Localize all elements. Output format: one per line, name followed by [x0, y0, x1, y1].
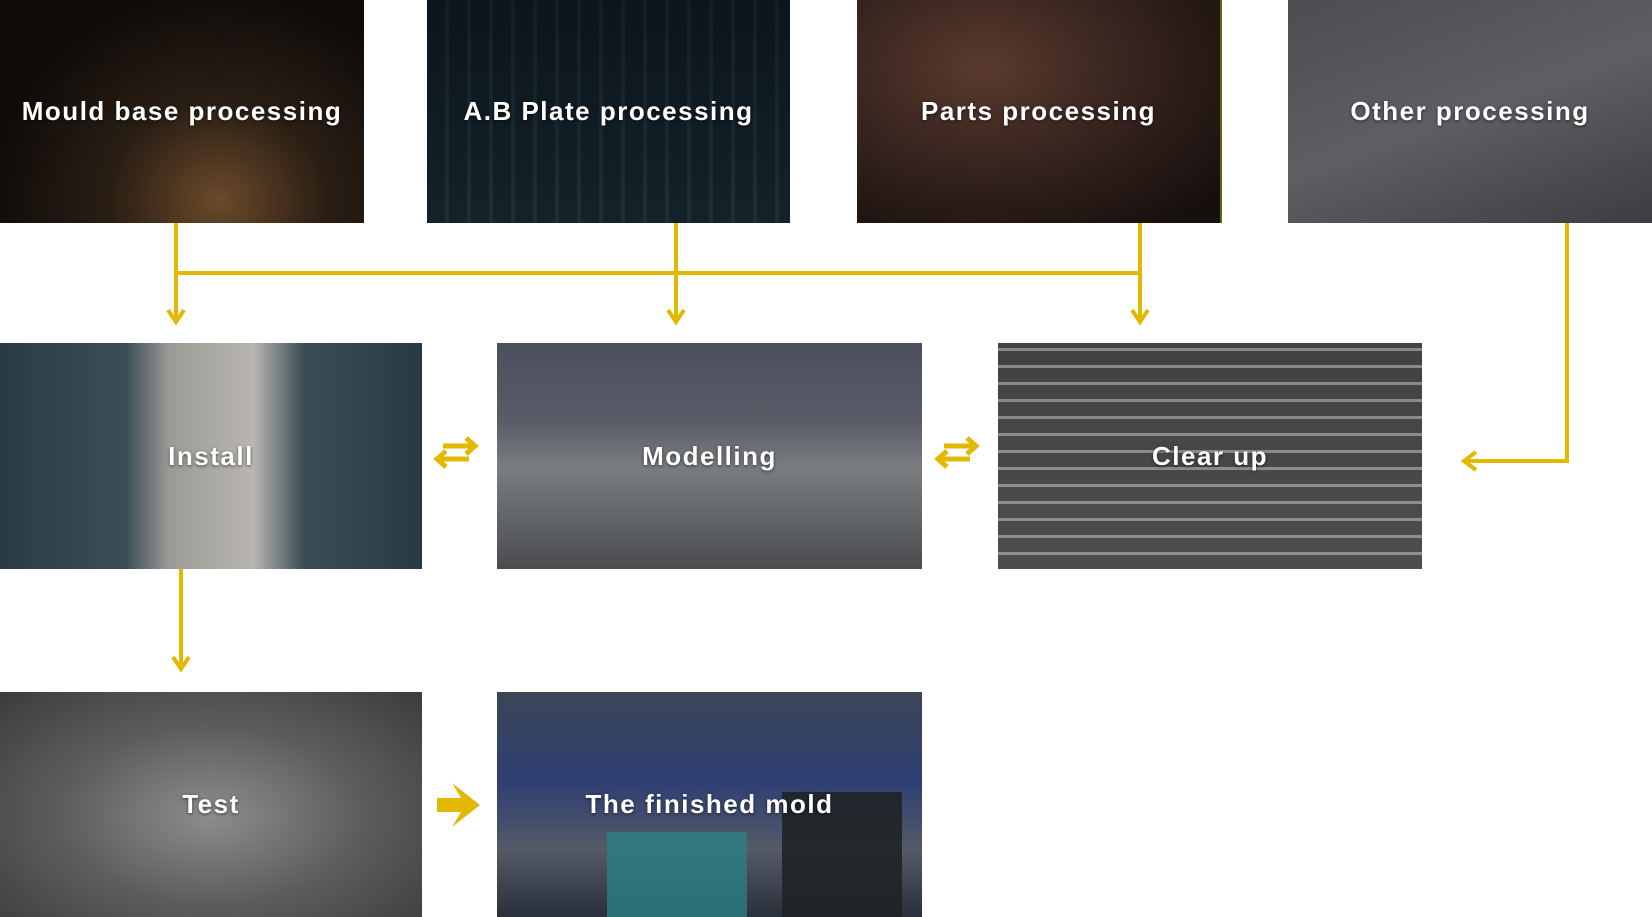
- step-finished-mold: The finished mold: [497, 692, 922, 917]
- step-label: Parts processing: [921, 96, 1156, 126]
- connector-line: [1466, 223, 1569, 463]
- step-label: Install: [168, 440, 254, 471]
- connector-line: [174, 223, 1142, 318]
- step-label: Modelling: [642, 440, 777, 471]
- step-ab-plate-processing: A.B Plate processing: [427, 0, 790, 223]
- right-arrow-icon: [437, 783, 480, 827]
- step-install: Install: [0, 343, 422, 569]
- step-other-processing: Other processing: [1288, 0, 1652, 223]
- step-label: Clear up: [1151, 440, 1269, 471]
- step-label: Other processing: [1350, 96, 1590, 126]
- step-label: A.B Plate processing: [463, 96, 754, 126]
- step-test: Test: [0, 692, 422, 917]
- step-clear-up: Clear up: [998, 343, 1422, 569]
- step-mould-base-processing: Mould base processing: [0, 0, 364, 223]
- arrow-head-icon: [166, 308, 1150, 326]
- arrow-head-icon: [1460, 450, 1478, 472]
- arrow-head-icon: [171, 655, 191, 673]
- step-label: Test: [182, 789, 240, 819]
- step-label: The finished mold: [585, 789, 834, 819]
- double-arrow-icon: [433, 436, 980, 469]
- step-label: Mould base processing: [21, 96, 343, 126]
- step-parts-processing: Parts processing: [857, 0, 1222, 223]
- step-modelling: Modelling: [497, 343, 922, 569]
